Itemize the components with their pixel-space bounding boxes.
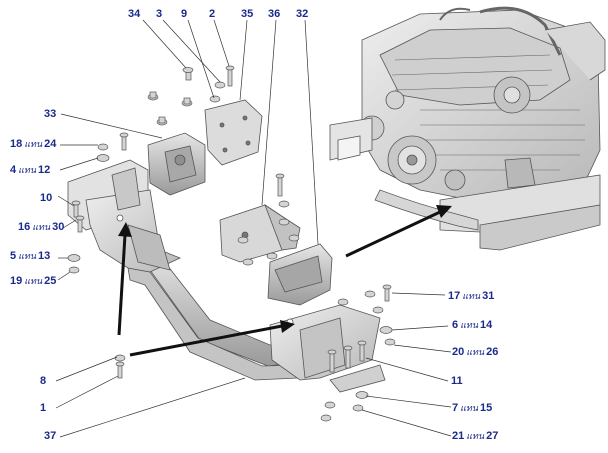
left-mount-bracket (67, 159, 182, 273)
callout-9: 9 (181, 8, 188, 20)
callout-17: 17 (448, 290, 461, 302)
callout-6: 6 (452, 319, 459, 331)
callout-13: 13 (38, 250, 51, 262)
callout-10: 10 (40, 192, 53, 204)
callout-25: 25 (44, 275, 57, 287)
callout-35: 35 (241, 8, 254, 20)
callout-5: 5 (10, 250, 17, 262)
callout-2: 2 (209, 8, 216, 20)
fasteners (67, 65, 396, 422)
callout-20: 20 (452, 346, 465, 358)
chassis-frame-rails (329, 117, 601, 251)
callout-11: 11 (451, 375, 463, 387)
upper-bracket-plate (204, 99, 263, 166)
callout-30: 30 (52, 221, 65, 233)
callout-33: 33 (44, 108, 57, 120)
callout-37: 37 (44, 430, 57, 442)
alt-word: แทน (466, 431, 485, 441)
leader-lines (55, 19, 452, 438)
callout-8: 8 (40, 375, 47, 387)
callout-31: 31 (482, 290, 495, 302)
callout-32: 32 (296, 8, 309, 20)
alt-word: แทน (24, 276, 43, 286)
callout-19: 19 (10, 275, 23, 287)
alt-word: แทน (462, 291, 481, 301)
alt-word: แทน (460, 320, 479, 330)
callout-26: 26 (486, 346, 499, 358)
alt-word: แทน (460, 403, 479, 413)
alt-word: แทน (466, 347, 485, 357)
center-bracket (219, 203, 301, 263)
callout-36: 36 (268, 8, 281, 20)
alt-word: แทน (18, 165, 37, 175)
callout-14: 14 (480, 319, 493, 331)
callout-1: 1 (40, 402, 47, 414)
callout-4: 4 (10, 164, 17, 176)
left-engine-mount-pad (147, 132, 206, 196)
callout-3: 3 (156, 8, 163, 20)
alt-word: แทน (24, 139, 43, 149)
callout-16: 16 (18, 221, 31, 233)
callout-24: 24 (44, 138, 57, 150)
callout-21: 21 (452, 430, 465, 442)
assembly-arrows (117, 205, 452, 357)
callout-7: 7 (452, 402, 459, 414)
callout-34: 34 (128, 8, 141, 20)
engine-assembly (359, 6, 606, 201)
callout-27: 27 (486, 430, 499, 442)
callout-15: 15 (480, 402, 493, 414)
alt-word: แทน (18, 251, 37, 261)
callout-12: 12 (38, 164, 51, 176)
right-mount-bracket (269, 304, 386, 393)
right-engine-mount-pad (267, 243, 333, 306)
callout-18: 18 (10, 138, 23, 150)
alt-word: แทน (32, 222, 51, 232)
